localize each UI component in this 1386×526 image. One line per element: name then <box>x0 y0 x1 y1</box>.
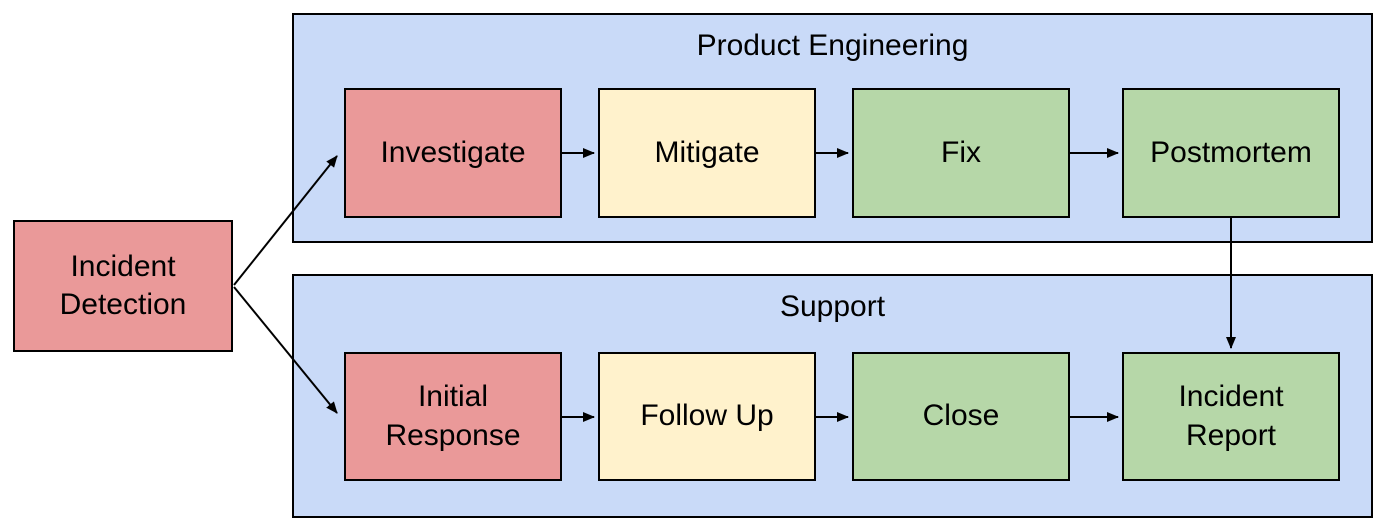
node-investigate: Investigate <box>344 88 562 218</box>
node-initial-response: Initial Response <box>344 352 562 481</box>
node-postmortem: Postmortem <box>1122 88 1340 218</box>
node-follow-up: Follow Up <box>598 352 816 481</box>
node-close: Close <box>852 352 1070 481</box>
lane-title-support: Support <box>779 290 886 323</box>
node-mitigate: Mitigate <box>598 88 816 218</box>
node-fix: Fix <box>852 88 1070 218</box>
lane-product-engineering: Product Engineering Investigate Mitigate… <box>292 13 1373 243</box>
node-incident-report: Incident Report <box>1122 352 1340 481</box>
lane-title-product-engineering: Product Engineering <box>696 29 969 62</box>
lane-support: Support Initial Response Follow Up Close… <box>292 274 1373 518</box>
node-incident-detection: Incident Detection <box>13 220 233 352</box>
